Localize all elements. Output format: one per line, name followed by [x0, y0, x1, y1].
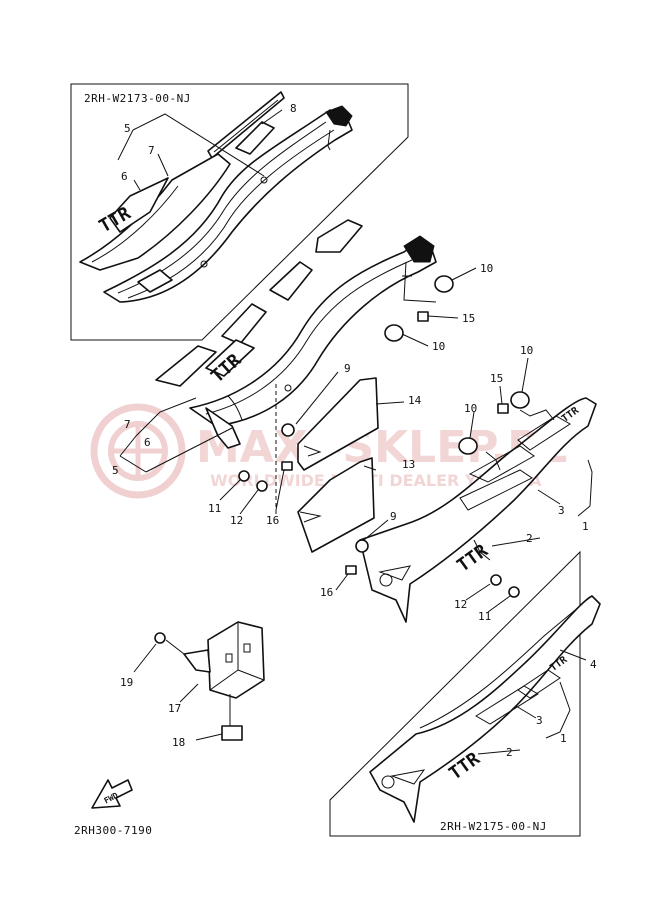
footer-code: 2RH300-7190	[74, 824, 152, 837]
fwd-arrow: FWD	[91, 779, 133, 809]
washer-12-b	[490, 574, 502, 586]
top-box-code: 2RH-W2173-00-NJ	[84, 92, 191, 105]
callout-19: 19	[120, 676, 133, 689]
callout-16-b: 16	[320, 586, 333, 599]
callout-2-bot: 2	[506, 746, 513, 759]
callout-15-b: 15	[490, 372, 503, 385]
callout-7-top: 7	[148, 144, 155, 157]
callout-16-a: 16	[266, 514, 279, 527]
callout-4: 4	[590, 658, 597, 671]
watermark-tagline: WORLDWIDE MULTI DEALER YAMAHA	[210, 471, 542, 490]
screw-11-a	[238, 470, 250, 482]
callout-18: 18	[172, 736, 185, 749]
callout-8-top: 8	[290, 102, 297, 115]
callout-9-b: 9	[390, 510, 397, 523]
bottom-box-code: 2RH-W2175-00-NJ	[440, 820, 547, 833]
damper-10-a	[434, 275, 454, 293]
top-decal-sticker	[137, 269, 173, 293]
screw-11-b	[508, 586, 520, 598]
decal-window-1	[315, 219, 363, 253]
side-panel-13	[297, 457, 375, 553]
damper-10-c	[510, 391, 530, 409]
callout-12-b: 12	[454, 598, 467, 611]
top-decal-panel	[109, 177, 169, 233]
callout-12-a: 12	[230, 514, 243, 527]
nut-15-a	[417, 311, 429, 322]
nut-16-b	[345, 565, 357, 575]
top-emblem-decal	[235, 121, 275, 155]
callout-11-b: 11	[478, 610, 491, 623]
callout-11-a: 11	[208, 502, 221, 515]
main-lock-bracket	[403, 235, 435, 263]
decal-text-panel	[205, 339, 255, 377]
bottom-inset-box: 2RH-W2175-00-NJ TTR TTR	[329, 550, 601, 837]
side-panel-14	[297, 377, 379, 471]
washer-12-a	[256, 480, 268, 492]
damper-10-d	[458, 437, 478, 455]
watermark-logo	[90, 403, 186, 499]
control-unit-bracket	[183, 649, 211, 673]
callout-17: 17	[168, 702, 181, 715]
callout-10-d: 10	[464, 402, 477, 415]
callout-10-c: 10	[520, 344, 533, 357]
watermark: MAXI-SKLEP.PL WORLDWIDE MULTI DEALER YAM…	[90, 403, 567, 499]
top-lock-bracket	[325, 105, 353, 127]
control-unit-17	[207, 621, 265, 699]
main-lower-bracket	[205, 407, 241, 449]
damper-18	[221, 725, 243, 741]
callout-10-a: 10	[480, 262, 493, 275]
callout-15-a: 15	[462, 312, 475, 325]
callout-7-mid: 7	[124, 418, 131, 431]
nut-16-a	[281, 461, 293, 471]
decal-window-3	[221, 303, 267, 345]
rear-side-cover	[359, 397, 597, 623]
bushing-9-a	[281, 423, 295, 437]
top-inset-box: 2RH-W2173-00-NJ TTR	[70, 83, 409, 341]
leader-lines	[117, 109, 593, 755]
callout-1-mid: 1	[582, 520, 589, 533]
callout-2-mid: 2	[526, 532, 533, 545]
decal-window-4	[155, 345, 217, 387]
bottom-side-cover	[369, 595, 601, 823]
callout-6-top: 6	[121, 170, 128, 183]
decal-window-2	[269, 261, 313, 301]
callout-9-a: 9	[344, 362, 351, 375]
callout-5-mid: 5	[112, 464, 119, 477]
nut-15-b	[497, 403, 509, 414]
callout-3-mid: 3	[558, 504, 565, 517]
callouts: 5 7 6 8 10 15 10 9 14 7 6 5 13 11 12 16 …	[112, 102, 597, 759]
callout-3-bot: 3	[536, 714, 543, 727]
callout-5-top: 5	[124, 122, 131, 135]
callout-14: 14	[408, 394, 422, 407]
callout-13: 13	[402, 458, 415, 471]
bolt-19	[154, 632, 166, 644]
callout-10-b: 10	[432, 340, 445, 353]
damper-10-b	[384, 324, 404, 342]
top-decal-frame	[79, 153, 231, 271]
callout-1-bot: 1	[560, 732, 567, 745]
callout-6-mid: 6	[144, 436, 151, 449]
bushing-9-b	[355, 539, 369, 553]
